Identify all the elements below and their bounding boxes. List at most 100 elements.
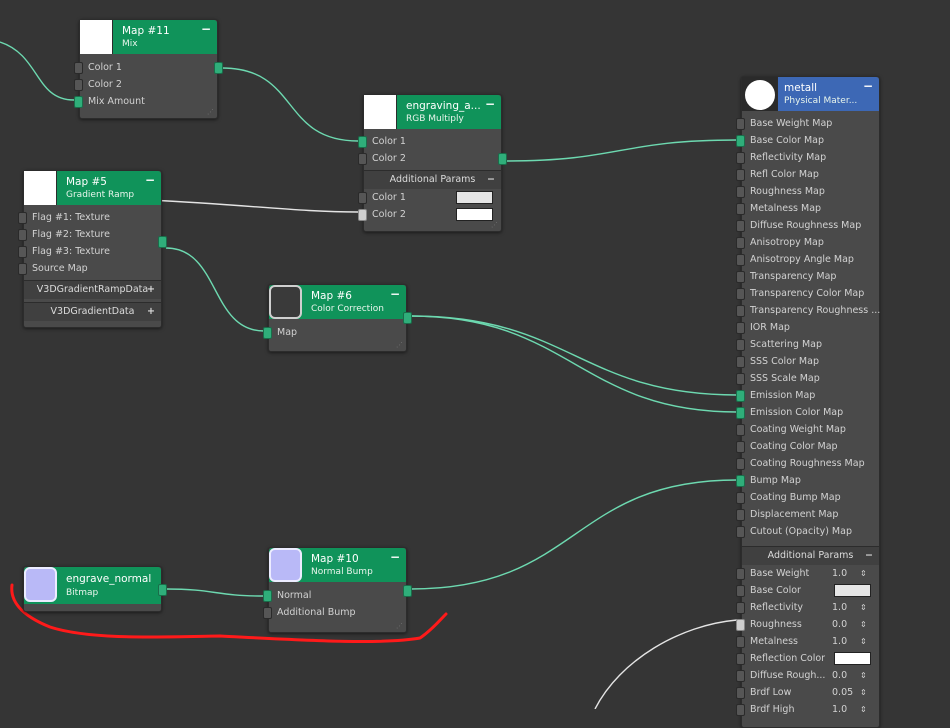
input-socket[interactable]: [736, 254, 745, 266]
resize-grip[interactable]: ⋰: [207, 108, 214, 116]
input-socket[interactable]: [736, 322, 745, 334]
input-socket[interactable]: [736, 424, 745, 436]
input-socket[interactable]: [736, 619, 745, 631]
color-swatch[interactable]: [834, 652, 871, 665]
section-gradient-data[interactable]: V3DGradientData+: [24, 302, 161, 321]
node-map-10[interactable]: Map #10 Normal Bump − Normal Additional …: [263, 547, 412, 633]
input-socket[interactable]: [736, 135, 745, 147]
resize-grip[interactable]: ⋰: [396, 341, 403, 349]
param-value-field[interactable]: 1.0: [832, 704, 848, 715]
input-socket[interactable]: [736, 653, 745, 665]
additional-params-header[interactable]: Additional Params−: [364, 170, 501, 189]
input-socket[interactable]: [736, 526, 745, 538]
input-socket[interactable]: [736, 568, 745, 580]
collapse-icon[interactable]: −: [865, 550, 873, 561]
color-swatch[interactable]: [456, 191, 493, 204]
param-value-field[interactable]: 0.0: [832, 670, 848, 681]
node-header[interactable]: Map #11 Mix −: [80, 20, 217, 54]
param-value-field[interactable]: 0.0: [832, 619, 848, 630]
spinner-icon[interactable]: ⇕: [860, 705, 867, 714]
input-socket[interactable]: [736, 390, 745, 402]
input-socket[interactable]: [736, 288, 745, 300]
input-socket[interactable]: [736, 339, 745, 351]
node-map-5[interactable]: Map #5 Gradient Ramp − Flag #1: Texture …: [18, 170, 167, 328]
input-socket[interactable]: [263, 607, 272, 619]
input-socket[interactable]: [736, 441, 745, 453]
collapse-icon[interactable]: −: [484, 97, 495, 111]
output-socket[interactable]: [158, 584, 167, 596]
input-socket[interactable]: [263, 327, 272, 339]
spinner-icon[interactable]: ⇕: [860, 603, 867, 612]
expand-icon[interactable]: +: [147, 284, 155, 295]
resize-grip[interactable]: ⋰: [396, 622, 403, 630]
input-socket[interactable]: [736, 602, 745, 614]
input-socket[interactable]: [736, 356, 745, 368]
node-header[interactable]: engrave_normal Bitmap: [24, 567, 161, 604]
color-swatch[interactable]: [834, 584, 871, 597]
spinner-icon[interactable]: ⇕: [860, 671, 867, 680]
collapse-icon[interactable]: −: [389, 550, 400, 564]
input-socket[interactable]: [736, 704, 745, 716]
input-socket[interactable]: [358, 209, 367, 221]
input-socket[interactable]: [736, 687, 745, 699]
input-socket[interactable]: [736, 373, 745, 385]
collapse-icon[interactable]: −: [200, 22, 211, 36]
node-map-11[interactable]: Map #11 Mix − Color 1 Color 2 Mix Amount…: [74, 19, 223, 119]
input-socket[interactable]: [736, 152, 745, 164]
additional-params-header[interactable]: Additional Params−: [742, 546, 879, 565]
input-socket[interactable]: [736, 118, 745, 130]
input-socket[interactable]: [74, 96, 83, 108]
output-socket[interactable]: [403, 312, 412, 324]
node-engraving[interactable]: engraving_a... RGB Multiply − Color 1 Co…: [358, 94, 507, 232]
output-socket[interactable]: [214, 62, 223, 74]
input-socket[interactable]: [736, 509, 745, 521]
node-metall-material[interactable]: metall Physical Mater... − Base Weight M…: [736, 76, 880, 728]
input-socket[interactable]: [736, 492, 745, 504]
input-socket[interactable]: [736, 169, 745, 181]
collapse-icon[interactable]: −: [144, 173, 155, 187]
input-socket[interactable]: [74, 79, 83, 91]
collapse-icon[interactable]: −: [389, 287, 400, 301]
param-value-field[interactable]: 1.0: [832, 636, 848, 647]
output-socket[interactable]: [158, 236, 167, 248]
input-socket[interactable]: [736, 585, 745, 597]
node-header[interactable]: metall Physical Mater... −: [742, 77, 879, 111]
node-header[interactable]: engraving_a... RGB Multiply −: [364, 95, 501, 129]
input-socket[interactable]: [736, 458, 745, 470]
input-socket[interactable]: [736, 636, 745, 648]
node-header[interactable]: Map #5 Gradient Ramp −: [24, 171, 161, 205]
input-socket[interactable]: [18, 229, 27, 241]
input-socket[interactable]: [736, 670, 745, 682]
input-socket[interactable]: [736, 475, 745, 487]
input-socket[interactable]: [358, 136, 367, 148]
node-header[interactable]: Map #6 Color Correction −: [269, 285, 406, 319]
spinner-icon[interactable]: ⇕: [860, 688, 867, 697]
input-socket[interactable]: [736, 186, 745, 198]
resize-grip[interactable]: ⋰: [491, 221, 498, 229]
node-engrave-normal[interactable]: engrave_normal Bitmap: [23, 566, 167, 612]
spinner-icon[interactable]: ⇕: [860, 620, 867, 629]
color-swatch[interactable]: [456, 208, 493, 221]
input-socket[interactable]: [358, 192, 367, 204]
output-socket[interactable]: [498, 153, 507, 165]
spinner-icon[interactable]: ⇕: [860, 569, 867, 578]
input-socket[interactable]: [263, 590, 272, 602]
node-header[interactable]: Map #10 Normal Bump −: [269, 548, 406, 582]
node-map-6[interactable]: Map #6 Color Correction − Map ⋰: [263, 284, 412, 352]
input-socket[interactable]: [18, 263, 27, 275]
param-value-field[interactable]: 0.05: [832, 687, 854, 698]
collapse-icon[interactable]: −: [862, 79, 873, 93]
input-socket[interactable]: [358, 153, 367, 165]
spinner-icon[interactable]: ⇕: [860, 637, 867, 646]
param-value-field[interactable]: 1.0: [832, 602, 848, 613]
input-socket[interactable]: [18, 246, 27, 258]
param-value-field[interactable]: 1.0: [832, 568, 848, 579]
expand-icon[interactable]: +: [147, 306, 155, 317]
input-socket[interactable]: [18, 212, 27, 224]
input-socket[interactable]: [736, 271, 745, 283]
input-socket[interactable]: [736, 407, 745, 419]
collapse-icon[interactable]: −: [487, 174, 495, 185]
input-socket[interactable]: [736, 203, 745, 215]
input-socket[interactable]: [74, 62, 83, 74]
input-socket[interactable]: [736, 237, 745, 249]
